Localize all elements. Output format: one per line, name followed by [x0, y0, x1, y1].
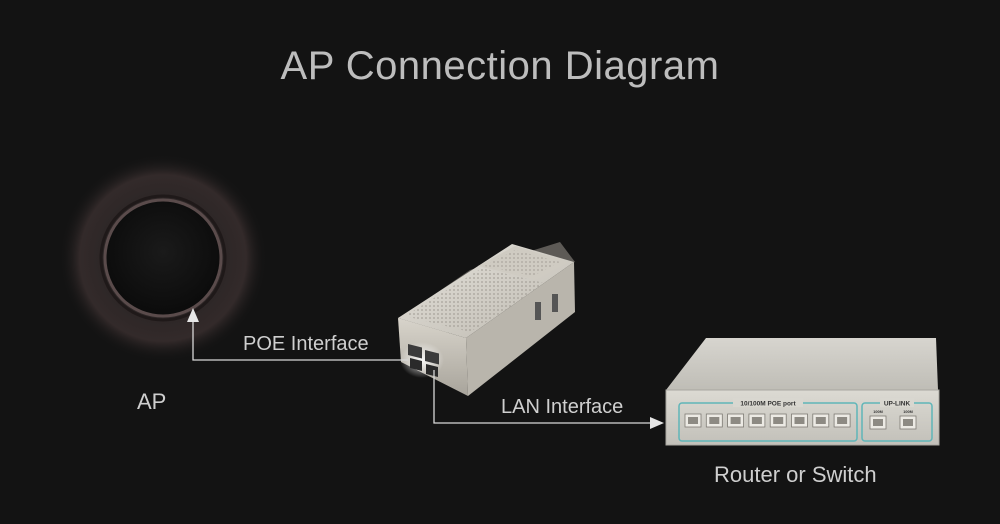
poe-port-2: [705, 413, 723, 428]
router-switch-label: Router or Switch: [714, 462, 877, 487]
poe-port-8: [833, 413, 851, 428]
poe-injector-device: [398, 242, 575, 396]
poe-port-group: [684, 413, 851, 428]
lan-arrowhead-icon: [650, 417, 664, 429]
poe-port-1: [684, 413, 702, 428]
lan-connection-line: [433, 370, 664, 429]
poe-port-5: [769, 413, 787, 428]
poe-port-label: 10/100M POE port: [740, 401, 796, 408]
uplink-speed-label-2: 100M: [903, 410, 913, 414]
poe-arrowhead-icon: [187, 308, 199, 322]
diagram-title: AP Connection Diagram: [280, 44, 720, 88]
uplink-speed-label-1: 100M: [873, 410, 883, 414]
uplink-label: UP-LINK: [884, 401, 911, 408]
poe-port-6: [791, 413, 808, 428]
poe-port-7: [812, 413, 830, 428]
uplink-port-group: [869, 415, 917, 430]
poe-interface-label: POE Interface: [243, 333, 369, 355]
ap-label: AP: [137, 389, 167, 414]
poe-port-3: [727, 413, 744, 428]
access-point-device: [59, 154, 267, 362]
poe-connection-line: [187, 308, 408, 361]
uplink-port-1: [869, 415, 887, 430]
lan-interface-label: LAN Interface: [501, 396, 624, 418]
router-switch-device: 10/100M POE port UP-LINK 100M 100M: [665, 338, 940, 446]
poe-port-4: [748, 413, 766, 428]
uplink-port-2: [899, 415, 917, 430]
